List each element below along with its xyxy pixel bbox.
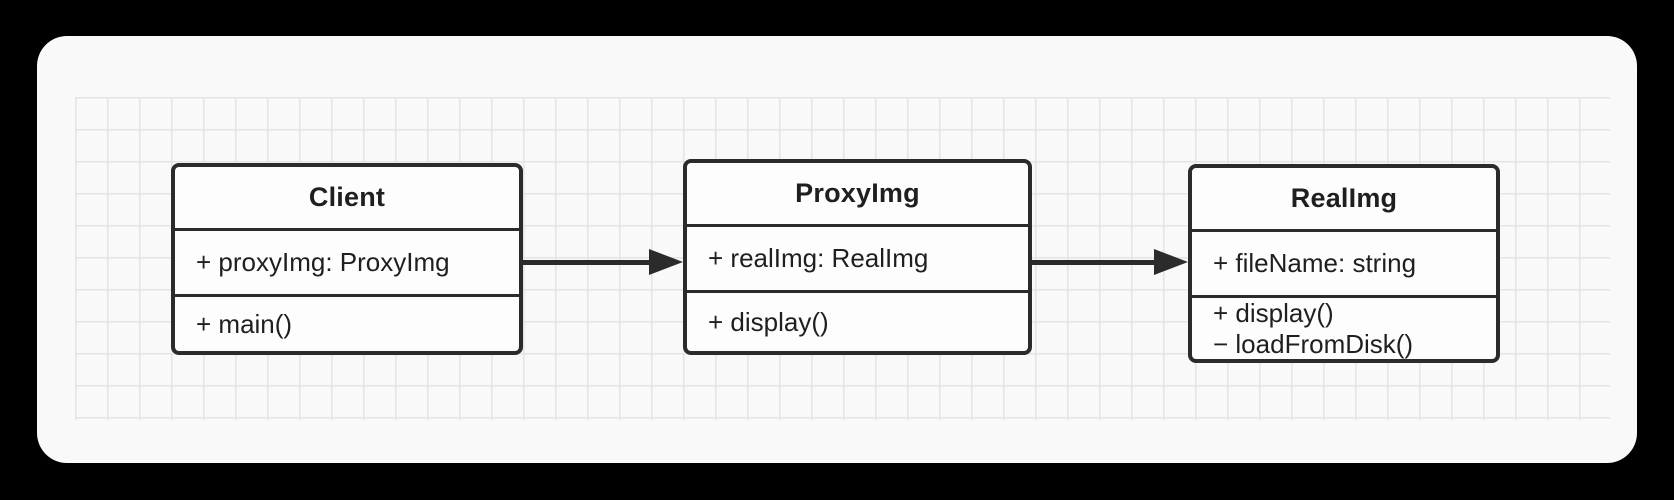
class-name-proxyimg: ProxyImg [687, 163, 1028, 227]
arrow-head-icon [1154, 249, 1188, 275]
class-box-realimg[interactable]: RealImg + fileName: string + display() −… [1188, 164, 1500, 363]
method-row: + display() [708, 306, 829, 337]
method-row: + display() [1213, 298, 1334, 328]
class-methods-proxyimg: + display() [687, 293, 1028, 351]
class-attributes-proxyimg: + realImg: RealImg [687, 227, 1028, 293]
attribute-row: + realImg: RealImg [708, 243, 929, 273]
attribute-row: + fileName: string [1213, 248, 1417, 278]
method-row: + main() [196, 308, 293, 339]
class-name-realimg: RealImg [1192, 168, 1496, 232]
association-arrow-client-proxyimg[interactable] [523, 249, 683, 275]
arrow-head-icon [649, 249, 683, 275]
class-box-client[interactable]: Client + proxyImg: ProxyImg + main() [171, 163, 523, 355]
arrow-line [1032, 259, 1154, 265]
attribute-row: + proxyImg: ProxyImg [196, 247, 450, 277]
association-arrow-proxyimg-realimg[interactable] [1032, 249, 1188, 275]
arrow-line [523, 259, 649, 265]
class-name-client: Client [175, 167, 519, 231]
class-attributes-realimg: + fileName: string [1192, 232, 1496, 298]
method-row: − loadFromDisk() [1213, 329, 1414, 359]
diagram-canvas: Client + proxyImg: ProxyImg + main() Pro… [37, 36, 1637, 463]
class-attributes-client: + proxyImg: ProxyImg [175, 231, 519, 297]
class-box-proxyimg[interactable]: ProxyImg + realImg: RealImg + display() [683, 159, 1032, 355]
class-methods-client: + main() [175, 297, 519, 351]
class-methods-realimg: + display() − loadFromDisk() [1192, 298, 1496, 360]
